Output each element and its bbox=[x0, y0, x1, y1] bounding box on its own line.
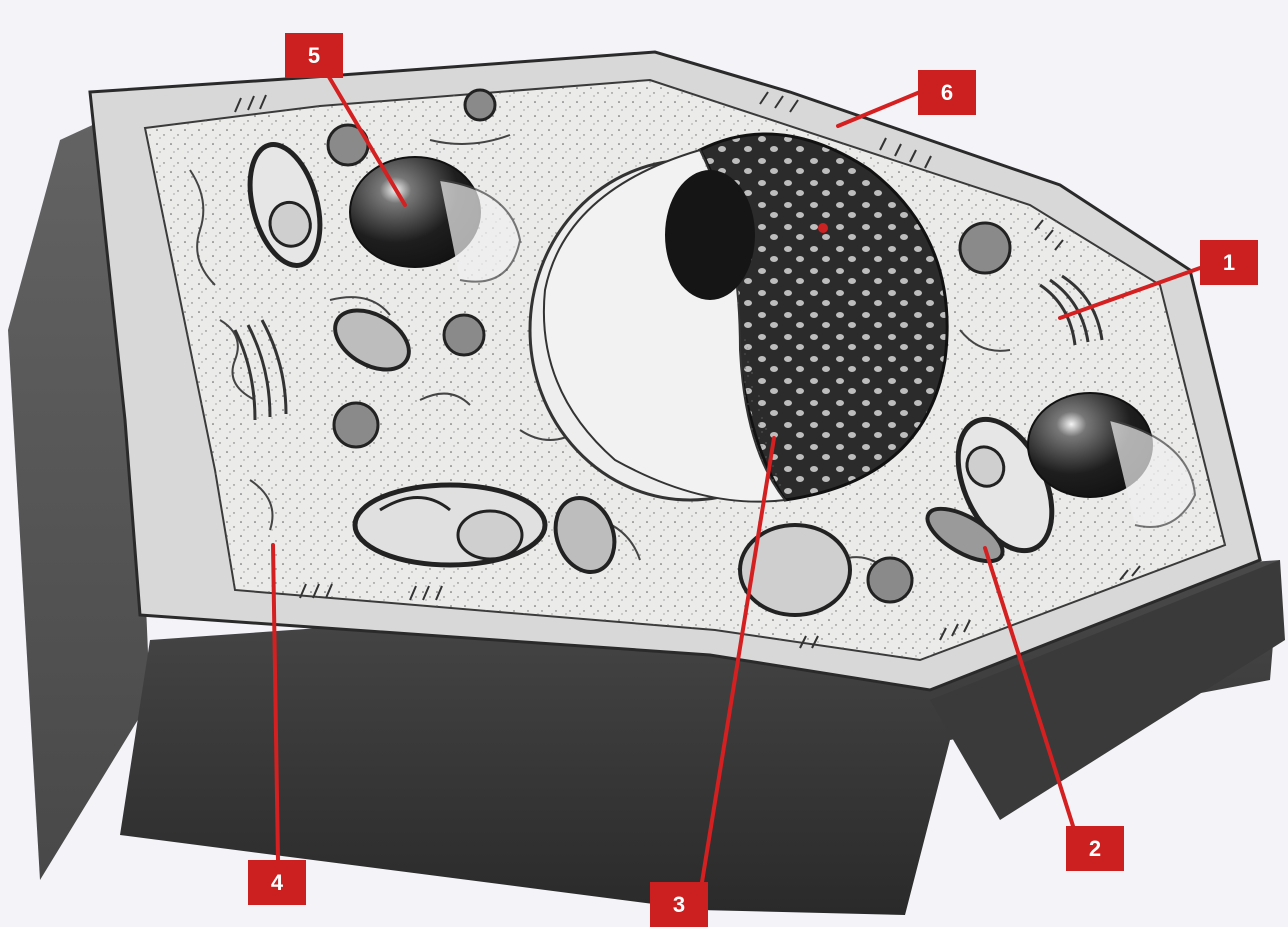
callout-text-5: 5 bbox=[308, 43, 320, 69]
callout-label-1: 1 bbox=[1200, 240, 1258, 285]
callout-label-2: 2 bbox=[1066, 826, 1124, 871]
callout-label-3: 3 bbox=[650, 882, 708, 927]
callout-label-4: 4 bbox=[248, 860, 306, 905]
callout-text-6: 6 bbox=[941, 80, 953, 106]
callout-text-4: 4 bbox=[271, 870, 283, 896]
callout-label-5: 5 bbox=[285, 33, 343, 78]
nucleolus bbox=[665, 170, 755, 300]
callout-label-6: 6 bbox=[918, 70, 976, 115]
callout-text-1: 1 bbox=[1223, 250, 1235, 276]
callout-text-3: 3 bbox=[673, 892, 685, 918]
callout-text-2: 2 bbox=[1089, 836, 1101, 862]
